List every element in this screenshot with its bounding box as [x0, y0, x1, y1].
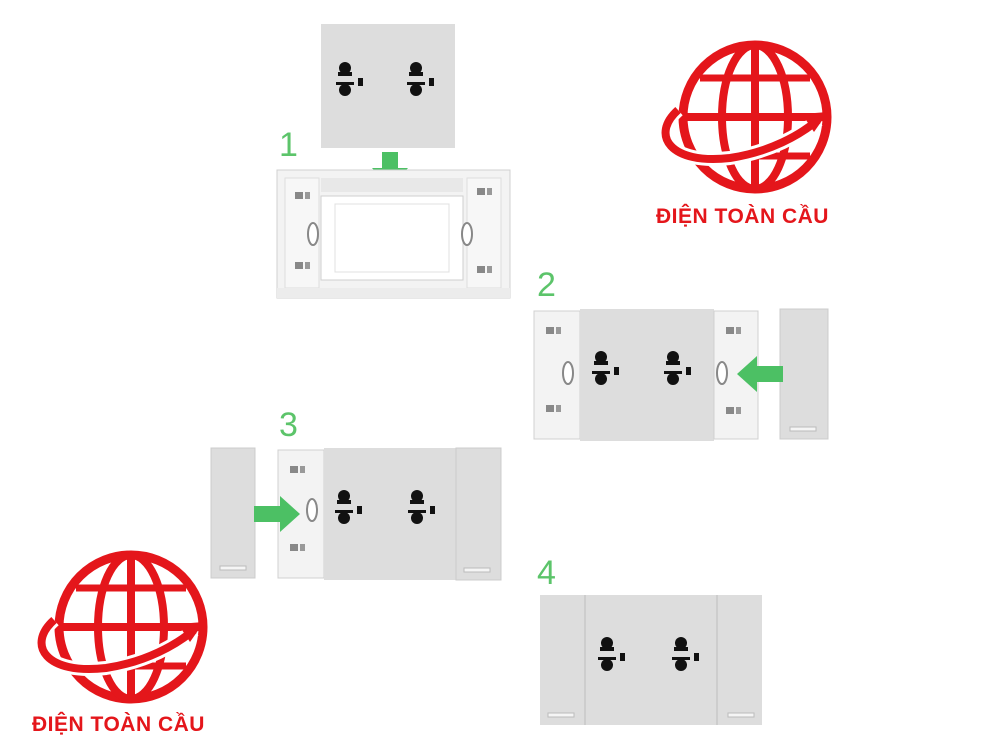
- socket-icon: [664, 351, 691, 385]
- step-number-2: 2: [537, 266, 556, 304]
- mounting-frame-step1: [276, 169, 511, 299]
- socket-icon: [598, 637, 625, 671]
- step-number-1: 1: [279, 126, 298, 164]
- arrow-left-icon: [737, 356, 783, 392]
- step-number-3: 3: [279, 406, 298, 444]
- socket-icon: [408, 490, 435, 524]
- globe-logo-icon: [34, 550, 208, 704]
- step-number-4: 4: [537, 554, 556, 592]
- socket-icon: [335, 490, 362, 524]
- socket-icon: [407, 62, 434, 96]
- brand-name-top: ĐIỆN TOÀN CẦU: [656, 205, 829, 228]
- socket-icon: [672, 637, 699, 671]
- arrow-right-icon: [254, 496, 300, 532]
- assembly-step4: [540, 595, 762, 725]
- globe-logo-icon: [658, 40, 832, 194]
- assembly-step3: [210, 447, 502, 581]
- brand-name-bottom: ĐIỆN TOÀN CẦU: [32, 713, 205, 736]
- assembly-step2: [533, 308, 829, 441]
- socket-plate-step1: [321, 24, 455, 148]
- socket-icon: [592, 351, 619, 385]
- socket-icon: [336, 62, 363, 96]
